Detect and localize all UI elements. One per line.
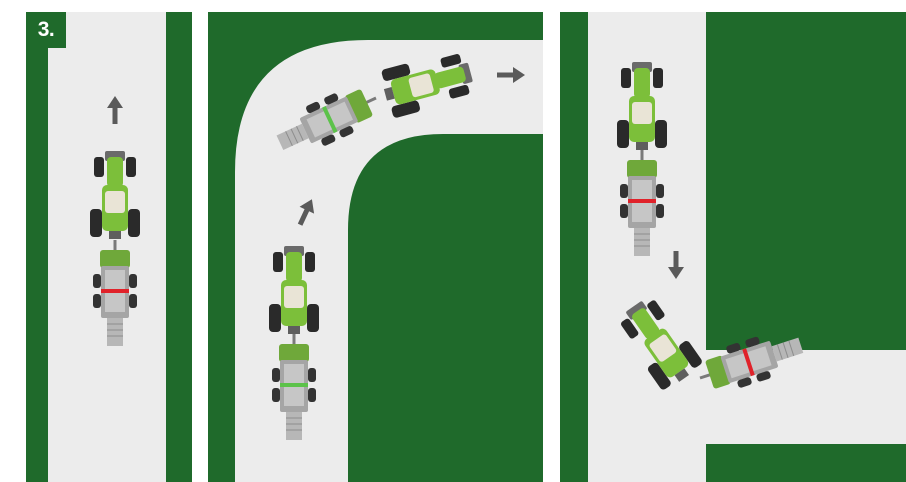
step-number-badge: 3. (26, 12, 66, 48)
panel-straight (26, 12, 192, 482)
road-straight (48, 12, 166, 482)
field-divider-stripe (179, 12, 192, 482)
panel-curve (208, 12, 543, 482)
panel-turn (560, 12, 906, 482)
